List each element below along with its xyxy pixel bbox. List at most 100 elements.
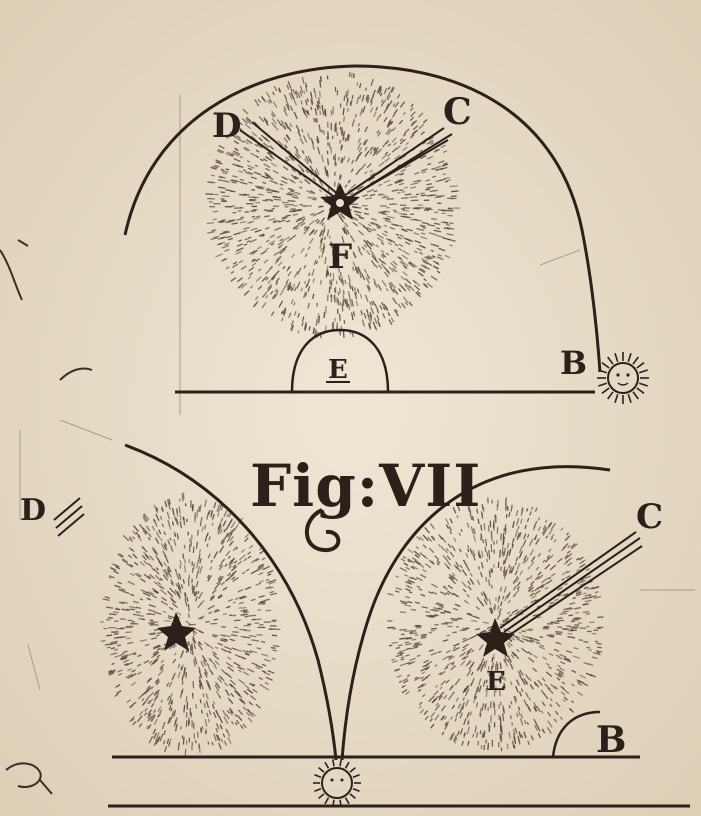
stipple-mark: [344, 117, 345, 122]
stipple-mark: [314, 88, 315, 92]
stipple-mark: [354, 74, 355, 79]
stipple-mark: [205, 194, 212, 195]
stipple-mark: [488, 743, 489, 750]
stipple-mark: [435, 197, 441, 198]
stipple-mark: [462, 628, 470, 629]
stipple-mark: [463, 630, 467, 631]
stipple-mark: [556, 634, 562, 635]
stipple-mark: [529, 629, 534, 630]
stipple-mark: [131, 609, 135, 610]
stipple-mark: [344, 156, 345, 160]
stipple-mark: [431, 219, 437, 220]
stipple-mark: [322, 130, 323, 133]
stipple-mark: [506, 514, 507, 518]
stipple-mark: [271, 648, 276, 649]
stipple-mark: [318, 206, 323, 207]
stipple-mark: [202, 527, 203, 532]
stipple-mark: [381, 212, 386, 213]
stipple-mark: [421, 635, 427, 636]
stipple-mark: [411, 609, 416, 610]
stipple-mark: [121, 602, 125, 603]
stipple-mark: [180, 565, 181, 569]
stipple-mark: [258, 194, 263, 195]
stipple-mark: [399, 190, 403, 191]
stipple-mark: [422, 228, 426, 229]
stipple-mark: [241, 614, 248, 615]
stipple-mark: [197, 732, 198, 739]
stipple-mark: [320, 111, 321, 115]
stipple-mark: [186, 672, 187, 678]
stipple-mark: [324, 130, 325, 135]
stipple-mark: [113, 612, 119, 613]
stipple-mark: [480, 730, 481, 734]
stipple-mark: [340, 314, 341, 321]
stipple-mark: [446, 635, 450, 636]
stipple-mark: [212, 742, 213, 745]
stipple-mark: [579, 640, 583, 641]
stipple-mark: [211, 175, 214, 176]
stipple-mark: [433, 190, 438, 191]
stipple-mark: [557, 618, 562, 619]
stipple-mark: [521, 631, 525, 632]
stipple-mark: [264, 216, 269, 217]
stipple-mark: [501, 534, 502, 541]
stipple-mark: [318, 314, 319, 318]
stipple-mark: [133, 614, 140, 615]
stipple-mark: [357, 82, 358, 85]
stipple-mark: [499, 596, 500, 600]
stipple-mark: [344, 290, 345, 294]
stipple-mark: [244, 610, 248, 611]
stipple-mark: [382, 197, 389, 198]
stipple-mark: [212, 523, 213, 526]
stipple-mark: [489, 570, 490, 577]
stipple-mark: [348, 108, 349, 112]
stipple-mark: [261, 642, 265, 643]
stipple-mark: [229, 221, 234, 222]
stipple-mark: [404, 187, 408, 188]
stipple-mark: [481, 525, 482, 531]
stipple-mark: [511, 715, 512, 719]
stipple-mark: [526, 630, 532, 631]
stipple-mark: [154, 630, 159, 631]
stipple-mark: [294, 195, 298, 196]
stipple-mark: [347, 90, 348, 96]
stipple-mark: [237, 219, 243, 220]
stipple-mark: [421, 637, 427, 638]
stipple-mark: [241, 636, 246, 637]
stipple-mark: [349, 304, 350, 310]
stipple-mark: [239, 608, 242, 609]
stipple-mark: [346, 138, 347, 142]
stipple-mark: [597, 652, 600, 653]
stipple-mark: [256, 216, 261, 217]
stipple-mark: [321, 280, 322, 285]
stipple-mark: [421, 636, 427, 637]
stipple-mark: [185, 559, 186, 564]
stipple-mark: [212, 230, 216, 231]
stipple-mark: [507, 744, 508, 750]
stipple-mark: [436, 228, 440, 229]
stipple-mark: [502, 547, 503, 555]
stipple-mark: [397, 193, 401, 194]
stipple-mark: [193, 547, 194, 553]
stipple-mark: [183, 554, 184, 560]
stipple-mark: [500, 716, 501, 724]
stipple-mark: [511, 701, 512, 704]
stipple-mark: [446, 225, 450, 226]
stipple-mark: [363, 95, 364, 98]
stipple-mark: [484, 731, 485, 737]
stipple-mark: [221, 192, 225, 193]
stipple-mark: [324, 312, 325, 318]
label-c-bottom: C: [636, 497, 663, 537]
stipple-mark: [501, 566, 502, 571]
stipple-mark: [232, 632, 238, 633]
stipple-mark: [140, 616, 144, 617]
stipple-mark: [401, 216, 404, 217]
stipple-mark: [319, 255, 320, 258]
stipple-mark: [223, 614, 227, 615]
stipple-mark: [326, 273, 327, 278]
stipple-mark: [320, 105, 321, 109]
stipple-mark: [425, 189, 430, 190]
stipple-mark: [589, 650, 592, 651]
stipple-mark: [101, 641, 106, 642]
stipple-mark: [325, 237, 326, 240]
